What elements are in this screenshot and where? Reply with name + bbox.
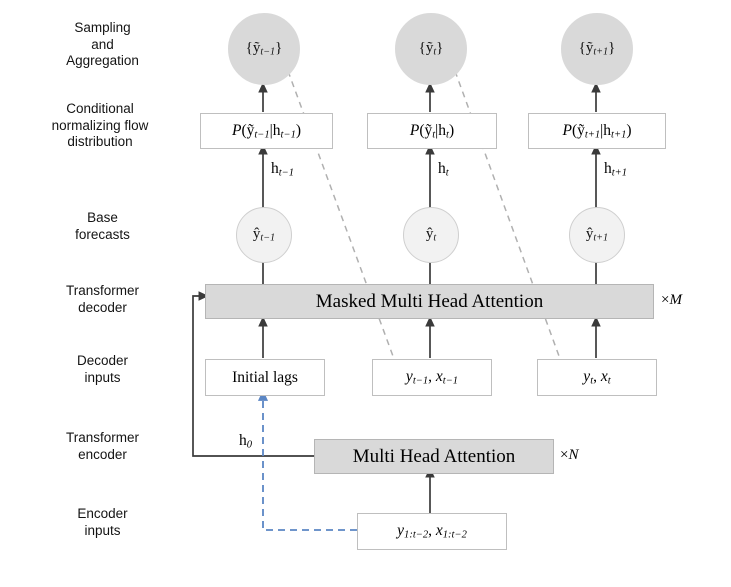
row-label-sampling-aggregation: Sampling and Aggregation [66,20,139,68]
row-label-decoder-inputs: Decoder inputs [76,353,129,385]
row-label-conditional-flow: Conditional normalizing flow distributio… [51,101,149,149]
base-forecast-node-t-minus-1: ŷt−1 [236,207,292,263]
multi-head-attention-label: Multi Head Attention [352,445,516,467]
encoder-input-label: y1:t−2, x1:t−2 [397,522,467,541]
row-label-base-forecasts: Base forecasts [75,210,130,242]
sampling-node-t: {ỹt} [395,13,467,85]
sampling-node-t-minus-1: {ỹt−1} [228,13,300,85]
edge-label-h-t: ht [438,160,449,179]
decoder-input-t-minus-1: yt−1, xt−1 [372,359,492,396]
sampling-node-label: {ỹt−1} [245,40,283,58]
base-forecast-node-t: ŷt [403,207,459,263]
sampling-node-label: {ỹt} [418,40,444,58]
distribution-label: P(ỹt−1|ht−1) [231,121,302,141]
distribution-label: P(ỹt|ht) [409,121,455,141]
decoder-input-t: yt, xt [537,359,657,396]
base-forecast-label: ŷt [425,226,437,244]
distribution-box-t-plus-1: P(ỹt+1|ht+1) [528,113,666,149]
row-label-encoder-inputs: Encoder inputs [77,506,128,538]
decoder-input-label: yt−1, xt−1 [405,368,459,387]
encoder-repeat-label: ×N [560,447,579,463]
masked-multi-head-attention-bar: Masked Multi Head Attention [205,284,654,319]
distribution-box-t: P(ỹt|ht) [367,113,497,149]
base-forecast-label: ŷt−1 [252,226,276,244]
edge-label-h-t-plus-1: ht+1 [604,160,628,179]
distribution-label: P(ỹt+1|ht+1) [562,121,632,141]
base-forecast-label: ŷt+1 [585,226,609,244]
encoder-input-box: y1:t−2, x1:t−2 [357,513,507,550]
row-label-transformer-decoder: Transformer decoder [65,283,139,315]
sampling-node-label: {ỹt+1} [578,40,616,58]
masked-multi-head-attention-label: Masked Multi Head Attention [315,290,544,312]
decoder-repeat-label: ×M [661,292,682,308]
base-forecast-node-t-plus-1: ŷt+1 [569,207,625,263]
sampling-node-t-plus-1: {ỹt+1} [561,13,633,85]
initial-lags-label: Initial lags [232,368,298,386]
edge-label-h-0: h0 [239,432,253,451]
row-label-transformer-encoder: Transformer encoder [65,430,139,462]
distribution-box-t-minus-1: P(ỹt−1|ht−1) [200,113,333,149]
edge-label-h-t-minus-1: ht−1 [271,160,295,179]
multi-head-attention-bar: Multi Head Attention [314,439,554,474]
decoder-input-initial-lags: Initial lags [205,359,325,396]
decoder-input-label: yt, xt [583,368,611,387]
